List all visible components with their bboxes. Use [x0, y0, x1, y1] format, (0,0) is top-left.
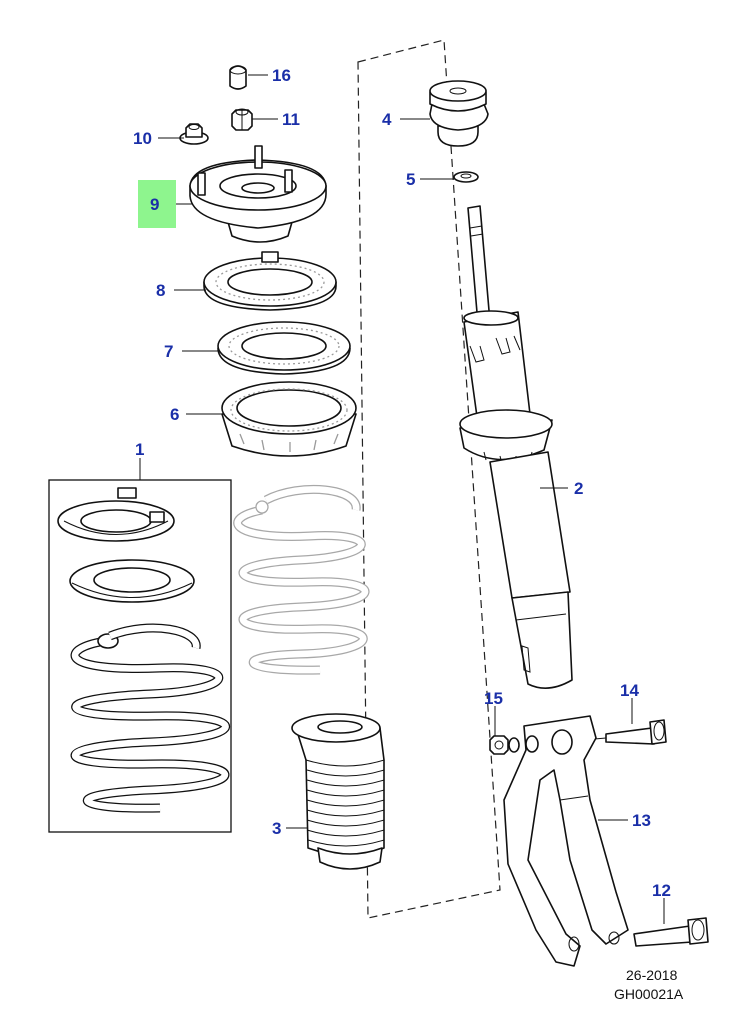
callout-labels: 16 11 10 9 8 7 6 1 4 5 2 3 15 14 13 12 [133, 66, 671, 900]
callout-16: 16 [272, 66, 291, 85]
clamp-nut-part [489, 735, 520, 755]
spring-kit-group [48, 479, 232, 833]
callout-2: 2 [574, 479, 583, 498]
kit-coil-spring [70, 623, 230, 813]
kit-isolator-upper [57, 487, 175, 542]
shock-absorber-part [459, 205, 573, 689]
callout-10: 10 [133, 129, 152, 148]
flange-nut-part [179, 123, 209, 145]
lower-bolt-part [633, 917, 709, 947]
callout-14: 14 [620, 681, 639, 700]
callout-7: 7 [164, 342, 173, 361]
kit-isolator-lower [69, 559, 195, 603]
washer-part [453, 171, 479, 183]
diagram-code: 26-2018 [626, 967, 678, 983]
cap-part [229, 65, 247, 90]
bump-stop-part [429, 80, 489, 147]
callout-12: 12 [652, 881, 671, 900]
callout-11: 11 [282, 110, 300, 129]
leader-lines [139, 74, 665, 924]
top-mount-part [189, 145, 327, 243]
callout-4: 4 [382, 110, 392, 129]
callout-9: 9 [150, 195, 159, 214]
callout-8: 8 [156, 281, 165, 300]
callout-6: 6 [170, 405, 179, 424]
assembly-boundary [357, 39, 501, 919]
fork-bracket-part [503, 715, 629, 967]
dust-boot-part [291, 713, 385, 870]
isolator-part [217, 321, 351, 375]
spring-seat-part [221, 381, 357, 457]
callout-15: 15 [484, 689, 503, 708]
nut-part [231, 108, 253, 131]
callout-5: 5 [406, 170, 415, 189]
ghost-coil-spring [233, 484, 370, 675]
highlight-box [138, 180, 176, 228]
callout-3: 3 [272, 819, 281, 838]
bearing-part [203, 251, 337, 311]
callout-1: 1 [135, 440, 144, 459]
callout-13: 13 [632, 811, 651, 830]
diagram-reference: GH00021A [614, 986, 684, 1002]
